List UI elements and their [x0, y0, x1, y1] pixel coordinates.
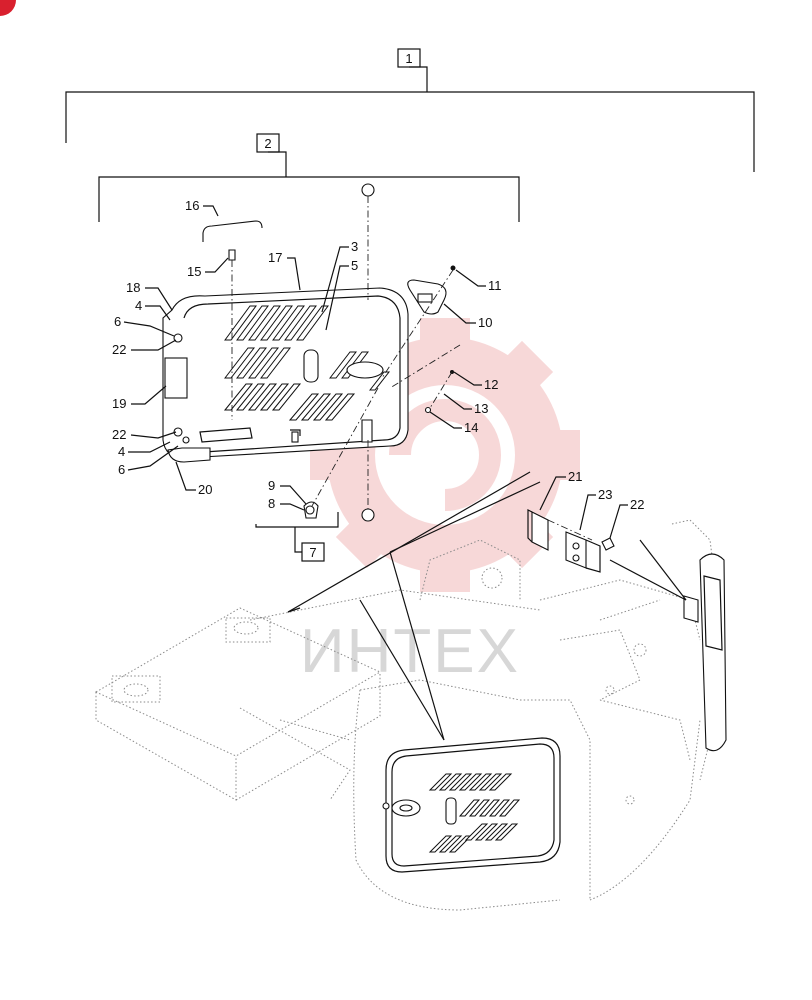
callout-11: 11 [455, 269, 502, 293]
callout-8: 8 [268, 496, 305, 511]
svg-text:23: 23 [598, 487, 612, 502]
callout-3: 3 [321, 239, 358, 313]
svg-text:8: 8 [268, 496, 275, 511]
watermark-text: ИНТЕХ [300, 617, 520, 686]
callout-21: 21 [539, 469, 582, 511]
svg-text:9: 9 [268, 478, 275, 493]
callout-13: 13 [443, 393, 488, 416]
svg-text:22: 22 [112, 427, 126, 442]
callout-17: 17 [268, 250, 301, 291]
assembly-7-label: 7 [309, 545, 316, 560]
callout-15: 15 [187, 257, 229, 279]
bolt-22 [601, 537, 615, 551]
svg-text:3: 3 [351, 239, 358, 254]
callout-6-top: 6 [114, 314, 175, 337]
svg-text:20: 20 [198, 482, 212, 497]
svg-text:19: 19 [112, 396, 126, 411]
svg-text:10: 10 [478, 315, 492, 330]
assembly-2-label: 2 [264, 136, 271, 151]
svg-text:16: 16 [185, 198, 199, 213]
svg-text:4: 4 [135, 298, 142, 313]
callout-9: 9 [268, 478, 307, 505]
callout-22-mid: 22 [112, 427, 177, 442]
svg-text:14: 14 [464, 420, 478, 435]
svg-text:22: 22 [630, 497, 644, 512]
callout-16: 16 [185, 198, 219, 217]
machine-frame-ghost [94, 519, 721, 911]
svg-text:12: 12 [484, 377, 498, 392]
svg-text:22: 22 [112, 342, 126, 357]
handle-bar-16 [202, 220, 263, 242]
callout-19: 19 [112, 385, 167, 411]
callout-6-bottom: 6 [118, 445, 179, 477]
callout-14: 14 [429, 411, 478, 435]
fasteners [228, 183, 456, 522]
centre-lines [231, 196, 593, 541]
svg-text:13: 13 [474, 401, 488, 416]
plate-21 [531, 511, 549, 551]
installed-vent-slots [428, 773, 521, 853]
side-panel-exploded [162, 287, 409, 463]
callout-23: 23 [579, 487, 612, 531]
callout-18: 18 [126, 280, 173, 311]
side-latch-installed [683, 553, 727, 752]
callout-5: 5 [325, 258, 358, 331]
assembly-2-bracket: 2 [98, 133, 520, 222]
leader-lines-installed [287, 471, 687, 741]
callout-22-right: 22 [609, 497, 644, 539]
latch-10 [407, 279, 447, 315]
callout-20: 20 [175, 461, 212, 497]
panel-vent-slots [223, 305, 391, 421]
svg-text:18: 18 [126, 280, 140, 295]
svg-text:17: 17 [268, 250, 282, 265]
svg-text:15: 15 [187, 264, 201, 279]
callout-4-bottom: 4 [118, 441, 171, 459]
svg-text:6: 6 [118, 462, 125, 477]
callout-22-top: 22 [112, 339, 177, 357]
callout-4-top: 4 [135, 298, 171, 321]
bracket-23 [565, 531, 587, 569]
svg-text:11: 11 [488, 278, 502, 293]
svg-text:4: 4 [118, 444, 125, 459]
svg-text:5: 5 [351, 258, 358, 273]
corner-badge-icon [0, 0, 16, 16]
svg-text:6: 6 [114, 314, 121, 329]
hinge-parts [527, 509, 615, 573]
callout-12: 12 [453, 371, 498, 392]
assembly-7-bracket: 7 [255, 512, 339, 562]
svg-text:21: 21 [568, 469, 582, 484]
assembly-1-bracket: 1 [65, 48, 755, 172]
callout-10: 10 [443, 303, 492, 330]
installed-panel [382, 737, 561, 873]
assembly-1-label: 1 [405, 51, 412, 66]
